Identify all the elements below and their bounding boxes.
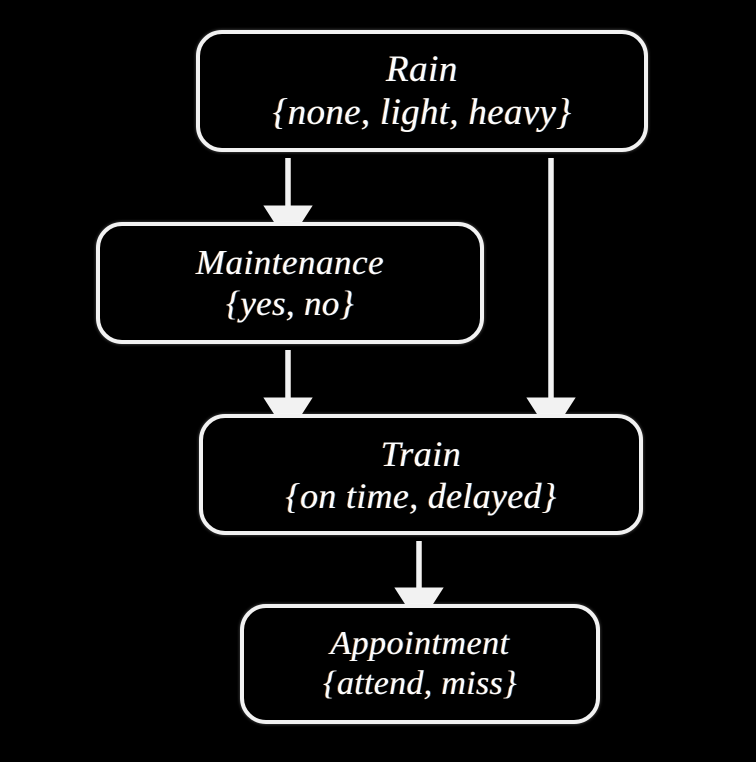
node-train[interactable]: Train {on time, delayed} xyxy=(199,414,643,535)
node-rain[interactable]: Rain {none, light, heavy} xyxy=(196,30,648,152)
node-maintenance-label: Maintenance xyxy=(195,243,385,282)
node-rain-label: Rain xyxy=(386,49,458,90)
node-train-states: {on time, delayed} xyxy=(285,475,557,516)
node-train-label: Train xyxy=(380,433,462,474)
node-appointment-label: Appointment xyxy=(330,625,510,662)
node-maintenance[interactable]: Maintenance {yes, no} xyxy=(96,222,484,344)
node-rain-states: {none, light, heavy} xyxy=(272,92,572,133)
node-maintenance-states: {yes, no} xyxy=(226,284,354,323)
node-appointment-states: {attend, miss} xyxy=(323,665,517,702)
node-appointment[interactable]: Appointment {attend, miss} xyxy=(240,604,600,724)
